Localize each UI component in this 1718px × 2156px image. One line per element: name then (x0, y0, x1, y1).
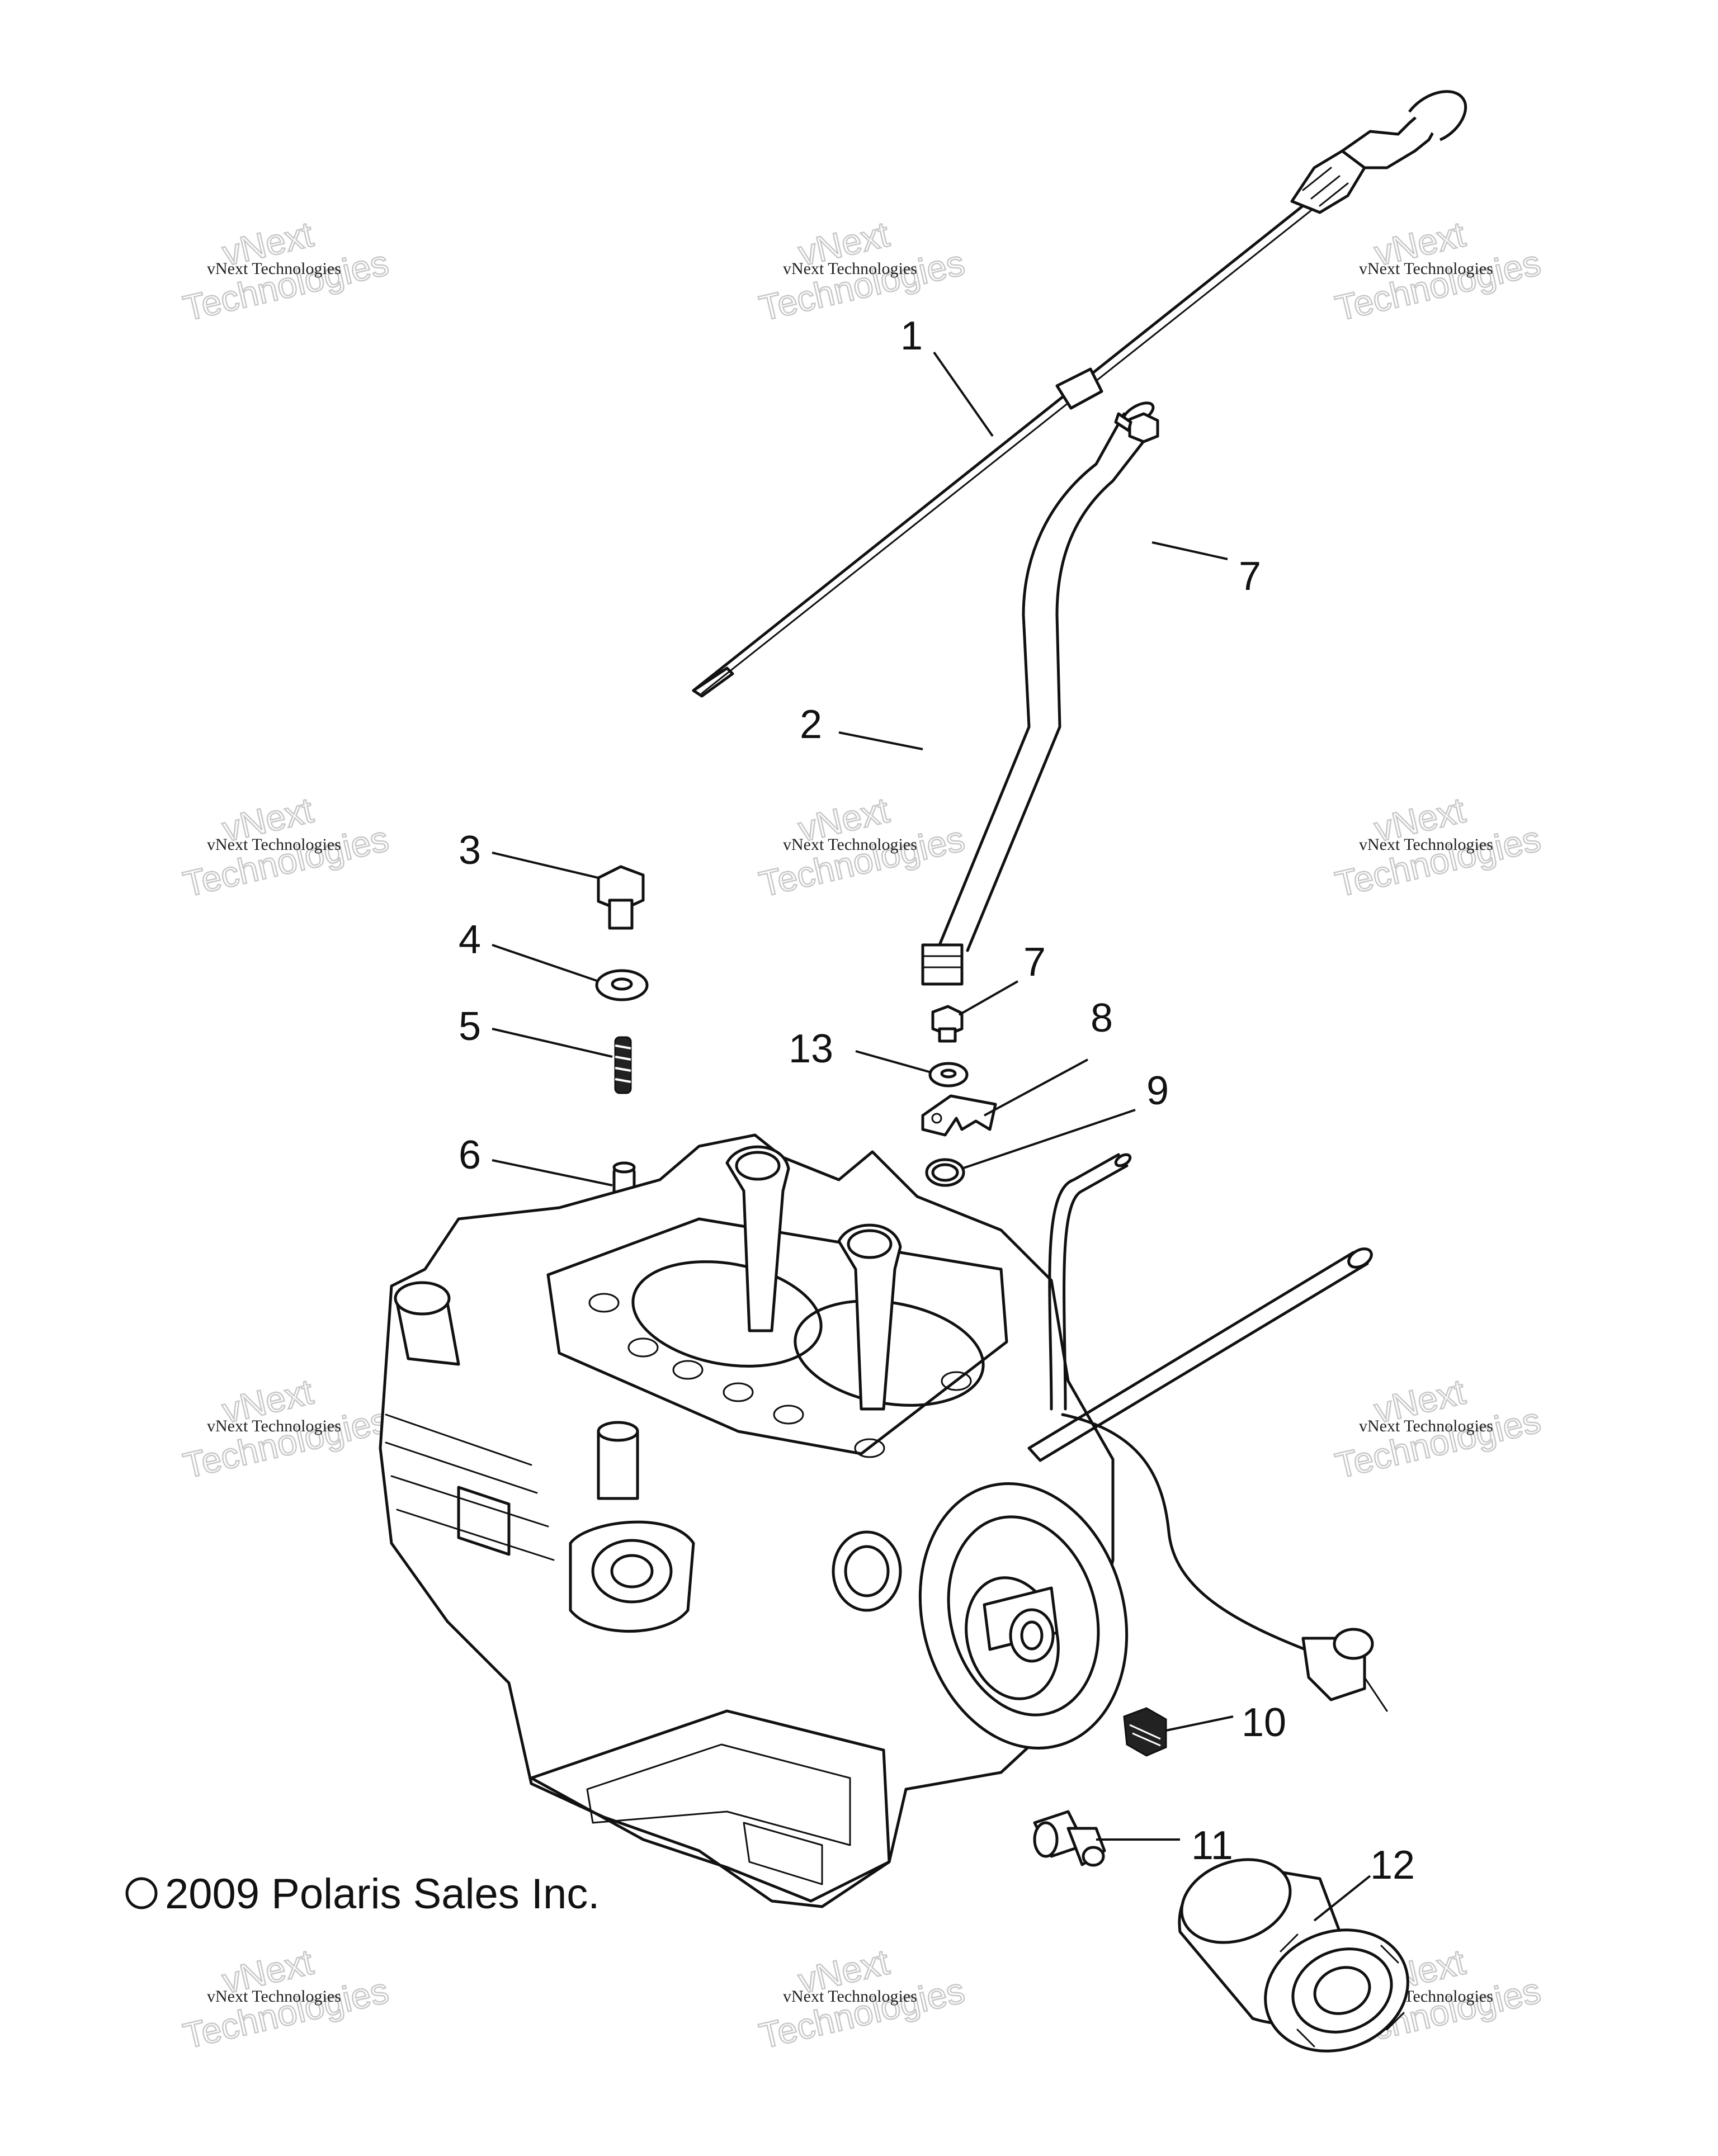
bolt-part-3 (597, 865, 645, 930)
callout-13: 13 (789, 1027, 833, 1071)
spring-part-5 (614, 1036, 632, 1094)
watermark-caption: vNext Technologies (1359, 259, 1493, 278)
crankcase-part (379, 1133, 1388, 1908)
callout-4: 4 (459, 918, 481, 962)
callout-6: 6 (459, 1133, 481, 1178)
bracket-part-8 (921, 1094, 997, 1137)
watermark-caption: vNext Technologies (207, 259, 341, 278)
callout-11: 11 (1191, 1823, 1233, 1868)
nut-part-10 (1123, 1707, 1167, 1757)
fitting-part-11 (1033, 1810, 1106, 1867)
dipstick-tube-part (921, 367, 1155, 986)
callout-labels: 1 2 3 4 5 6 7 7 8 9 10 11 12 13 (459, 314, 1415, 1888)
bolt-part-7-top (1114, 412, 1159, 443)
callout-7-top: 7 (1239, 554, 1261, 599)
oring-part-9 (925, 1158, 965, 1187)
watermark-caption: vNext Technologies (207, 1987, 341, 2006)
watermark-caption: vNext Technologies (1359, 835, 1493, 854)
watermark-caption: vNext Technologies (783, 1987, 917, 2006)
callout-5: 5 (459, 1004, 481, 1049)
watermark-caption: vNext Technologies (783, 835, 917, 854)
watermark-caption: vNext Technologies (1359, 1417, 1493, 1435)
callout-3: 3 (459, 828, 481, 873)
callout-7-lower: 7 (1023, 940, 1046, 985)
watermark-caption: vNext Technologies (207, 835, 341, 854)
bolt-part-7-lower (931, 1005, 964, 1043)
callout-10: 10 (1242, 1700, 1286, 1745)
copyright-notice: 2009 Polaris Sales Inc. (125, 1870, 600, 1918)
callout-9: 9 (1146, 1068, 1169, 1113)
watermark-caption: vNext Technologies (783, 259, 917, 278)
callout-2: 2 (800, 702, 822, 747)
callout-12: 12 (1370, 1843, 1415, 1888)
washer-part-4 (595, 969, 649, 1001)
leader-lines (492, 351, 1371, 1922)
copyright-symbol-icon (125, 1877, 158, 1909)
callout-8: 8 (1091, 996, 1113, 1041)
oil-filter-part-12 (1178, 1858, 1409, 2053)
copyright-text: 2009 Polaris Sales Inc. (165, 1870, 600, 1918)
dipstick-part (692, 90, 1467, 698)
watermark-caption: vNext Technologies (207, 1417, 341, 1435)
washer-part-13 (928, 1062, 969, 1088)
callout-1: 1 (900, 314, 923, 358)
